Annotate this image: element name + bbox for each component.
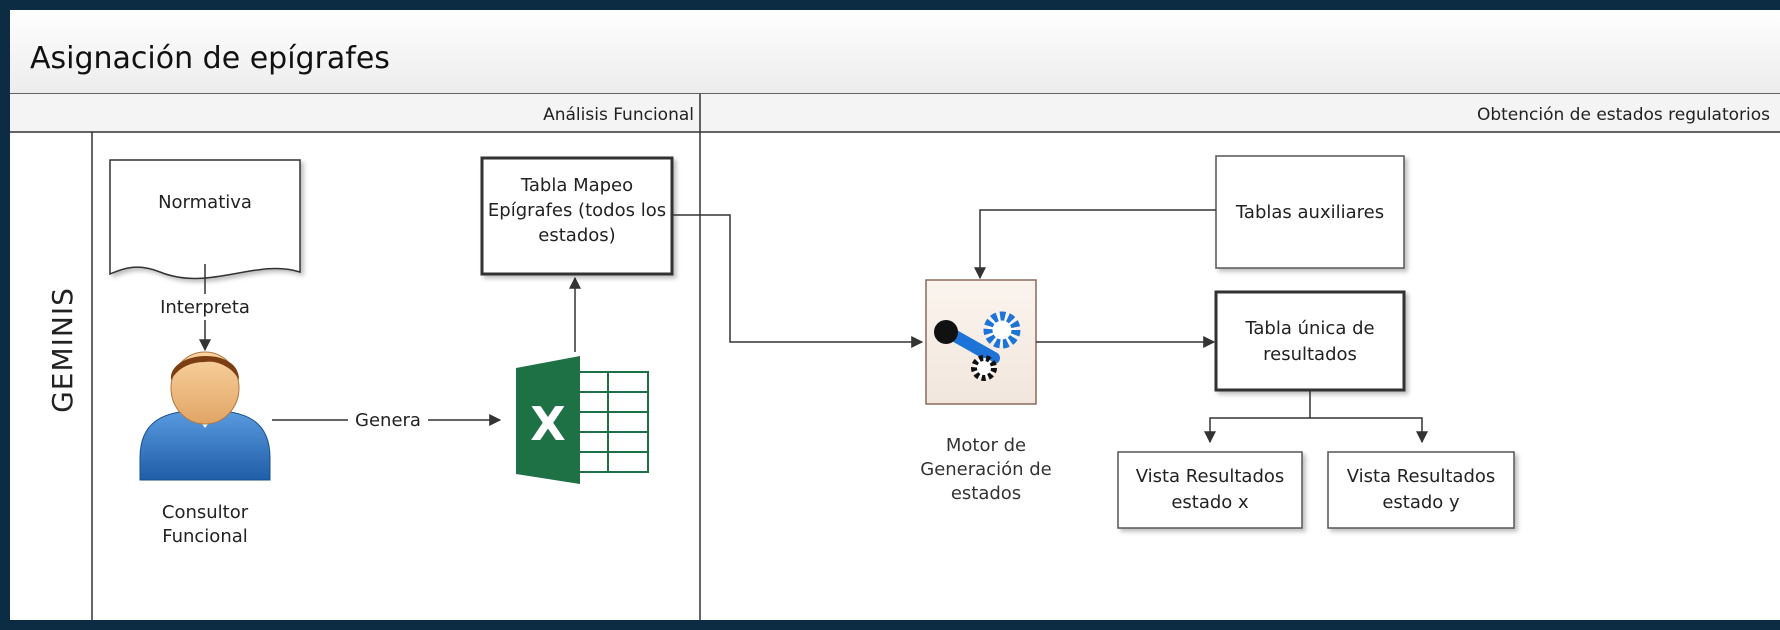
tabla-mapeo-line1: Tabla Mapeo [520, 175, 633, 196]
excel-icon: X [516, 356, 649, 484]
tablas-auxiliares-box [1215, 155, 1405, 269]
tabla-to-motor-arrow [672, 214, 924, 348]
lane-side-label: GEMINIS [46, 287, 79, 413]
normativa-document [109, 159, 301, 280]
svg-text:X: X [530, 397, 565, 451]
motor-line3: estados [951, 483, 1021, 504]
consultor-line2: Funcional [162, 526, 248, 547]
lane-header-analisis: Análisis Funcional [543, 105, 694, 125]
consultor-line1: Consultor [162, 502, 249, 523]
vista-y-line1: Vista Resultados [1347, 466, 1496, 487]
vista-x-line1: Vista Resultados [1136, 466, 1285, 487]
tabla-unica-to-vista-y-arrow [1310, 417, 1428, 444]
tabla-unica-box [1214, 290, 1406, 392]
tabla-unica-to-vista-x-arrow [1204, 390, 1311, 444]
vista-x-box [1117, 451, 1303, 529]
process-diagram: Asignación de epígrafes Análisis Funcion… [10, 10, 1780, 620]
diagram-title: Asignación de epígrafes [30, 41, 390, 76]
diagram-frame: Asignación de epígrafes Análisis Funcion… [10, 10, 1780, 620]
lane-header-obtencion: Obtención de estados regulatorios [1477, 105, 1770, 125]
vista-y-box [1327, 451, 1515, 529]
tabla-unica-line1: Tabla única de [1244, 318, 1374, 339]
normativa-label: Normativa [158, 192, 252, 213]
motor-line1: Motor de [946, 435, 1026, 456]
motor-line2: Generación de [920, 459, 1051, 480]
tablas-auxiliares-label: Tablas auxiliares [1235, 202, 1384, 223]
genera-label: Genera [355, 410, 421, 431]
interpreta-label: Interpreta [160, 297, 250, 318]
engine-gear-icon [934, 311, 1021, 381]
tabla-unica-line2: resultados [1263, 344, 1357, 365]
tabla-mapeo-line2: Epígrafes (todos los [488, 200, 666, 221]
vista-y-line2: estado y [1382, 492, 1460, 513]
title-band [10, 10, 1780, 94]
person-icon [139, 351, 271, 481]
auxiliares-to-motor-arrow [974, 209, 1216, 280]
vista-x-line2: estado x [1171, 492, 1249, 513]
tabla-mapeo-line3: estados) [538, 225, 615, 246]
tabla-mapeo-box [480, 156, 674, 276]
